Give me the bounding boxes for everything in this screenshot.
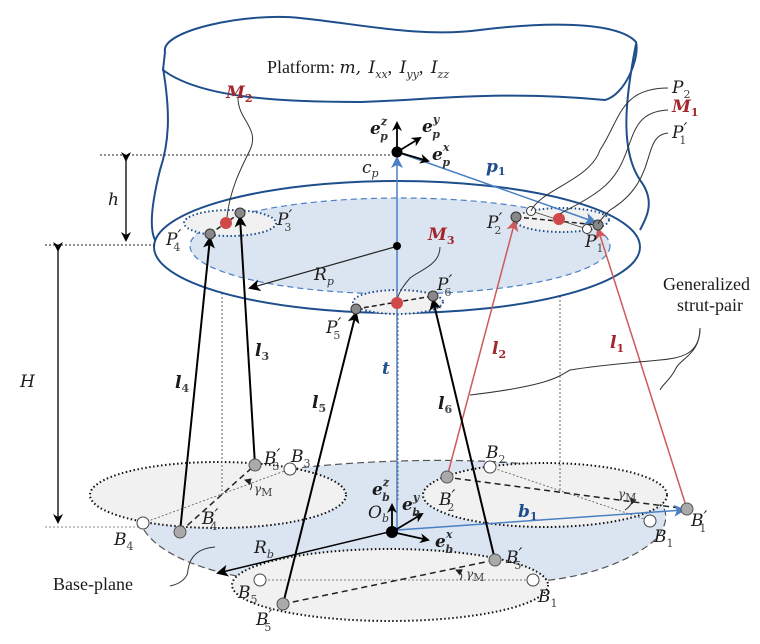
dimensions [45,152,395,528]
cp-label: cp [362,158,379,180]
P5-prime-label: P′5 [325,315,341,342]
base-pair-ellipse-56 [231,548,549,622]
joint-P4-prime [204,228,216,240]
P2-prime-label: P′2 [486,210,502,237]
P3-prime-label: P′3 [276,207,292,234]
h-label: h [108,190,119,210]
gamma-label-12: γM [618,487,636,504]
P2-label: P2 [671,78,690,101]
gamma-label-34: γM [254,482,272,499]
strut-pair-label-line1: Generalized [663,274,750,294]
P6-prime-label: P′6 [436,272,452,299]
l6-label: l6 [438,394,452,416]
joint-B5 [253,573,267,587]
strut-l5 [282,311,360,605]
labels: Platform: m, Ixx, Iyy, Izz h H M2 M1 M3 … [19,57,750,634]
strut-l4 [179,236,215,533]
l1-label: l1 [610,333,624,355]
joint-B1-lower [526,573,540,587]
Ob-label: Ob [368,503,389,525]
B3-label: B3 [290,447,311,470]
joint-P1 [582,224,592,234]
B4-prime-label: B′4 [201,506,219,533]
t-label: t [382,359,390,379]
strut-l2 [446,219,519,478]
B4-label: B4 [113,530,134,553]
joint-P5-prime [350,303,362,315]
gamma-label-56: γM [466,567,484,584]
B3-prime-label: B′3 [263,446,281,473]
H-label: H [19,372,36,392]
joint-B3-prime [248,458,262,472]
p1-label: p1 [486,157,506,178]
l2-label: l2 [492,339,506,361]
leader-lines [169,87,701,587]
mid-M2 [220,217,232,229]
joints [136,206,694,611]
Rp-label: Rp [313,265,334,288]
l5-label: l5 [312,393,326,415]
mid-M1 [553,213,565,225]
B2-label: B2 [485,443,506,466]
B1-prime-label: B′1 [690,508,708,535]
joint-B1-upper [643,514,657,528]
b1-vector [396,504,686,531]
rp-arrow [248,245,399,292]
joint-B2-prime [440,470,454,484]
struts [179,215,688,605]
ob-point [386,526,398,538]
Rb-label: Rb [253,538,274,561]
P1-label: P1 [584,232,603,255]
joint-P6-prime [427,290,439,302]
mid-M3 [391,297,403,309]
B1-upper-label: B1 [653,527,674,550]
joint-B4-prime [173,525,187,539]
base-plane [89,220,688,622]
vectors [216,121,686,577]
joint-P2-prime [510,211,522,223]
platform-title: Platform: m, Ixx, Iyy, Izz [267,57,449,81]
b1-label: b1 [518,502,538,523]
joint-B5-prime [488,553,502,567]
joint-B5-lower-prime [276,597,290,611]
B5-prime-label: B′5 [505,545,523,572]
joint-B1-prime [680,502,694,516]
joint-P3-prime [234,207,246,219]
M2-label: M2 [225,83,252,105]
strut-l6 [429,298,496,561]
joint-B2 [483,460,497,474]
strut-l3 [234,215,256,466]
B5-lower-prime-label: B′5 [255,607,273,634]
P1-prime-label: P′1 [671,120,687,147]
base-pair-ellipse-34 [89,461,347,529]
p1-vector [396,151,597,225]
B2-prime-label: B′2 [438,487,456,514]
strut-pair-label-line2: strut-pair [677,295,743,315]
rb-arrow [216,529,398,577]
joint-P1-prime [592,219,604,231]
joint-B4 [136,516,150,530]
B1-lower-label: B1 [537,587,558,610]
M3-label: M3 [427,225,454,247]
strut-l1 [595,227,688,510]
l4-label: l4 [175,373,189,395]
base-plane-label: Base-plane [53,574,133,594]
l3-label: l3 [255,341,269,363]
P4-prime-label: P′4 [165,227,181,254]
M1-label: M1 [671,97,698,119]
cp-point [391,146,403,158]
joint-B3 [283,462,297,476]
B5-label: B5 [237,583,258,606]
